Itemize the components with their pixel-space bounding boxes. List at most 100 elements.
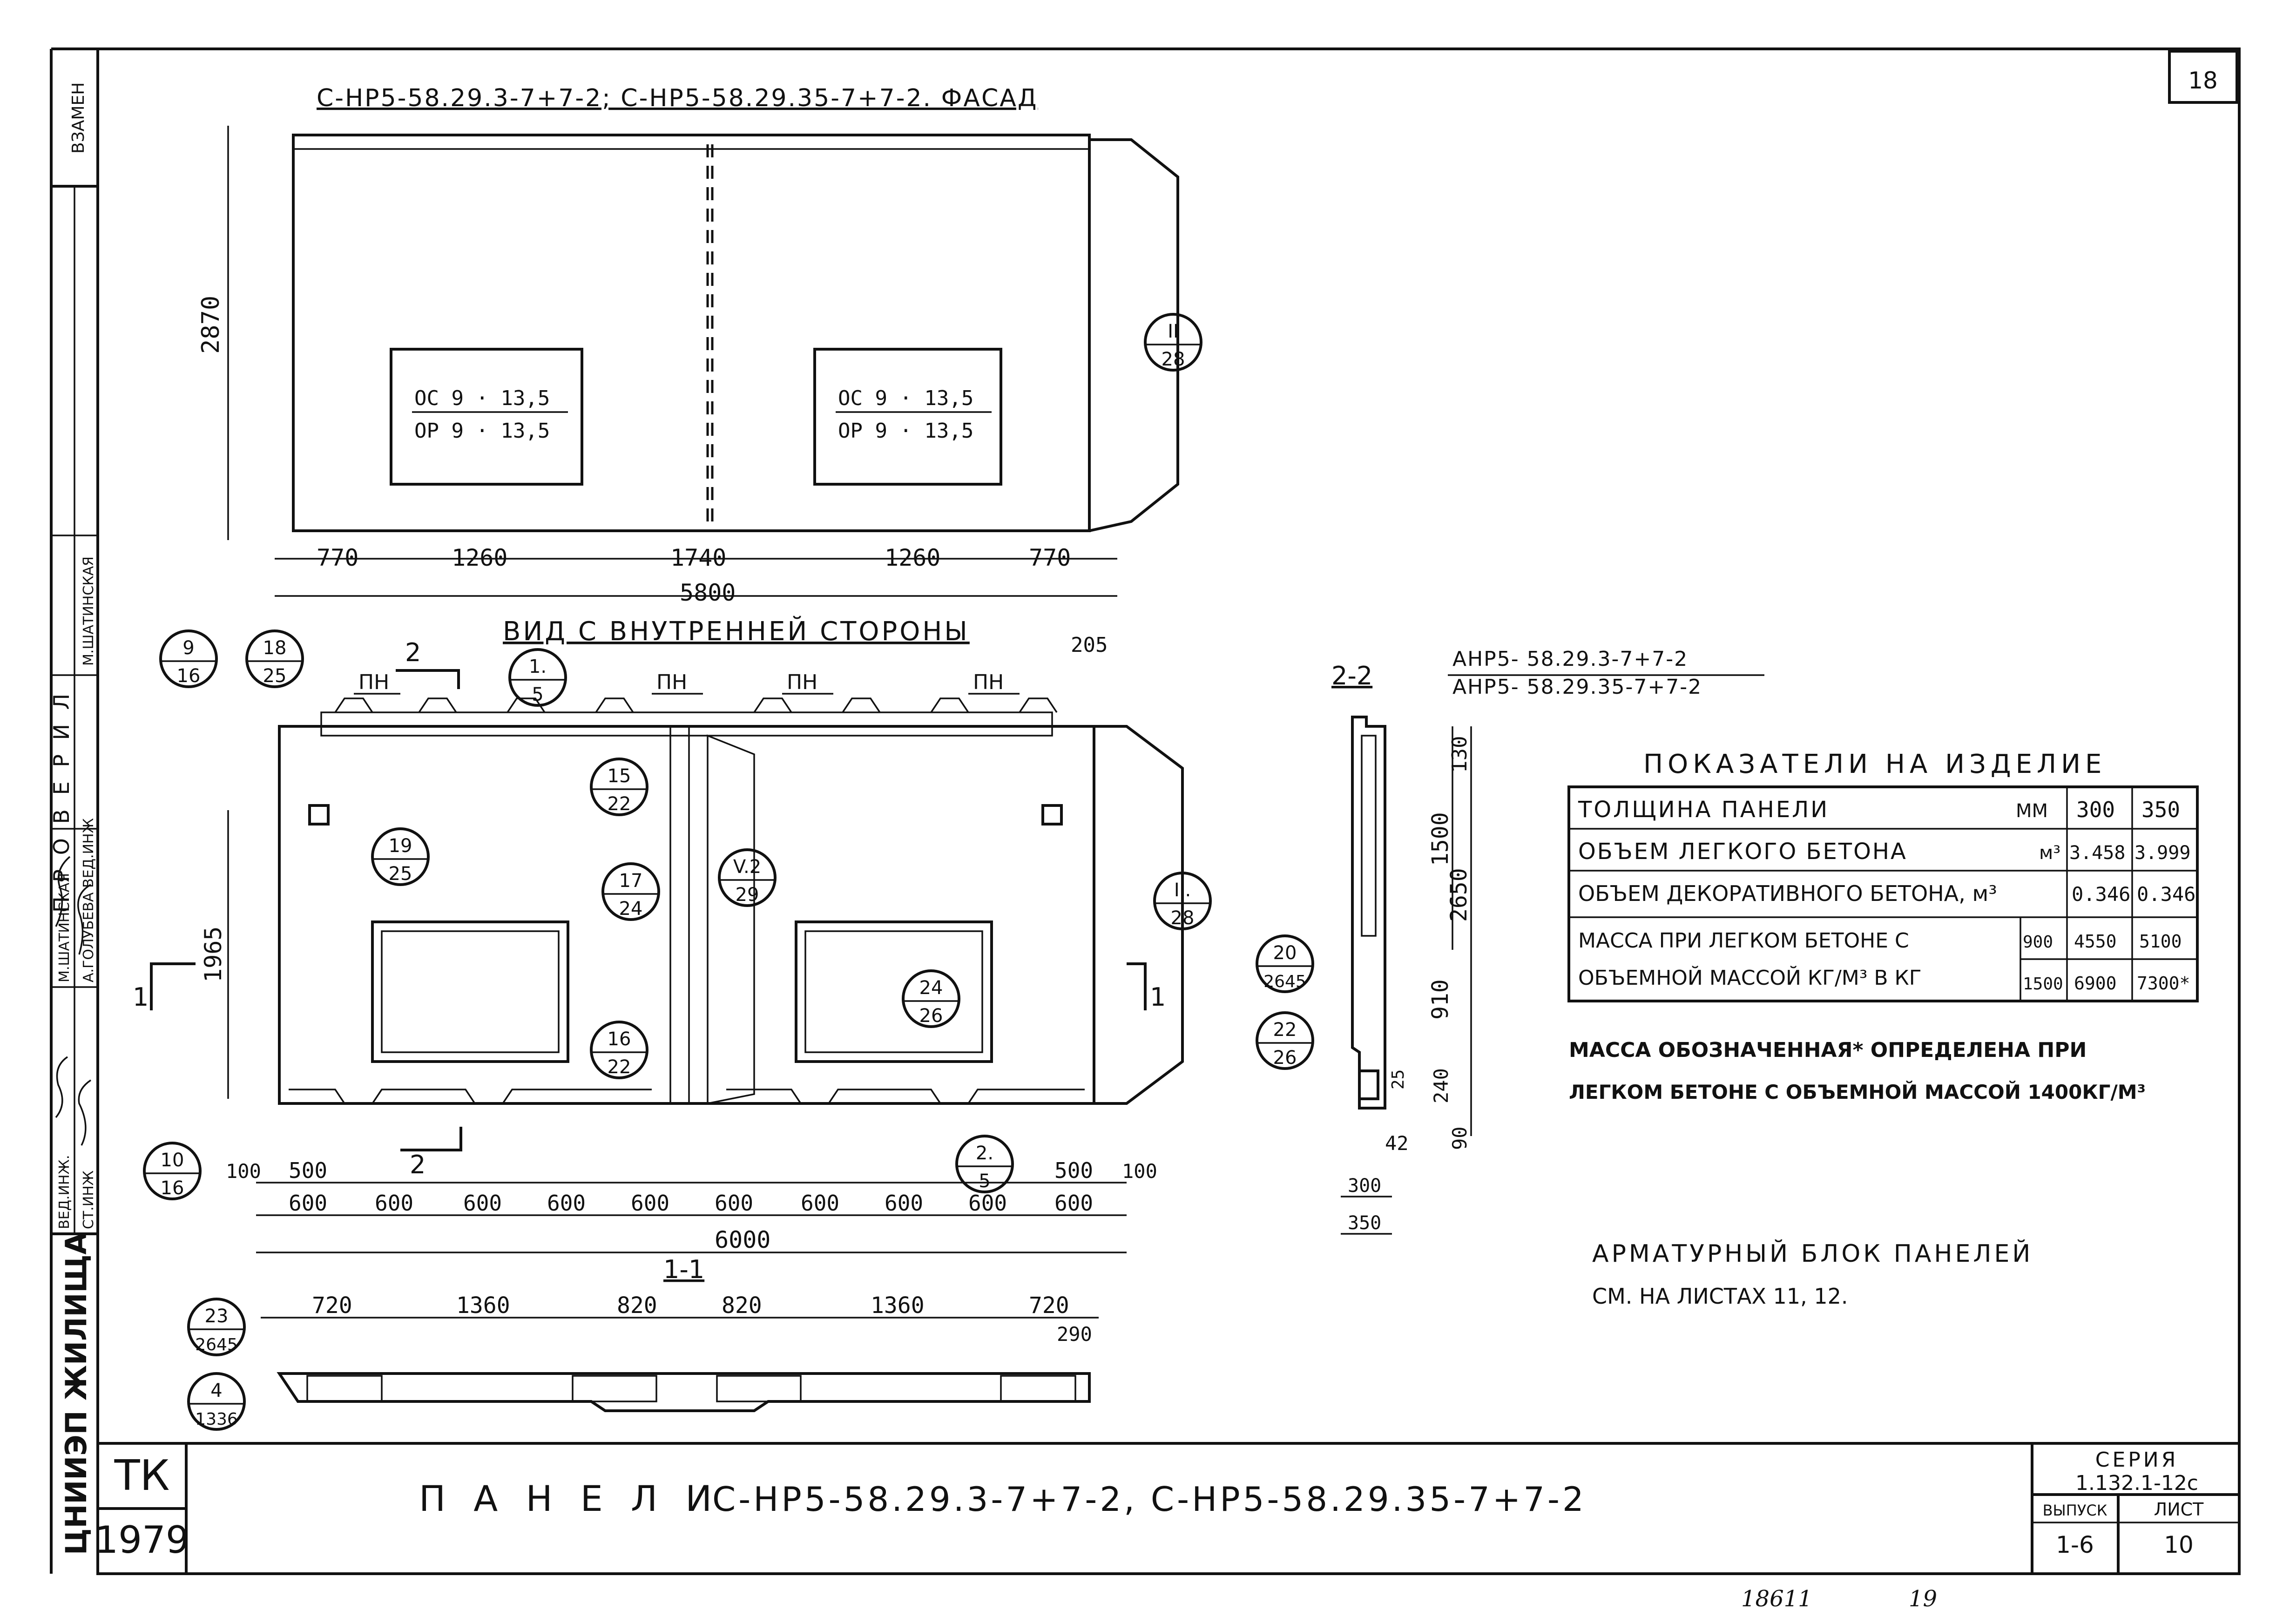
dim-100-right: 100 (1122, 1160, 1157, 1183)
facade-dim-2: 1260 (452, 544, 507, 571)
inner-anchor-right (1041, 804, 1063, 826)
svg-text:9: 9 (182, 637, 194, 659)
facade-dim-5: 770 (1029, 544, 1071, 571)
facade-dim-1: 770 (317, 544, 358, 571)
svg-text:20: 20 (1273, 942, 1297, 964)
section-11-title: 1-1 (663, 1255, 704, 1284)
dim-600-10: 600 (1054, 1191, 1093, 1216)
inner-anchor-left (308, 804, 330, 826)
pn-label-1: ПН (358, 670, 389, 694)
mass-note-1: МАССА ОБОЗНАЧЕННАЯ* ОПРЕДЕЛЕНА ПРИ (1569, 1038, 2087, 1062)
svg-text:28: 28 (1162, 349, 1185, 370)
window-right-or: ОР 9 · 13,5 (838, 419, 973, 443)
svg-text:26: 26 (1273, 1047, 1297, 1069)
facade-dim-3: 1740 (670, 544, 726, 571)
sec22-dim-350: 350 (1348, 1212, 1381, 1234)
facade-height-dim: 2870 (197, 296, 225, 354)
svg-text:28: 28 (1171, 907, 1195, 929)
dim-600-5: 600 (631, 1191, 669, 1216)
facade-side-profile (1089, 138, 1179, 532)
rebar-note-1: АРМАТУРНЫЙ БЛОК ПАНЕЛЕЙ (1592, 1239, 2033, 1268)
sec22-dim-25: 25 (1389, 1069, 1408, 1089)
dim-600-6: 600 (715, 1191, 753, 1216)
svg-text:22: 22 (1273, 1019, 1297, 1041)
window-left-os: ОС 9 · 13,5 (414, 386, 550, 410)
callout-9-16: 916 (159, 629, 218, 688)
row-decor-label: ОБЪЕМ ДЕКОРАТИВНОГО БЕТОНА, м³ (1578, 881, 1997, 906)
pn-label-2: ПН (656, 670, 687, 694)
svg-text:23: 23 (205, 1306, 229, 1327)
issue-value: 1-6 (2056, 1531, 2094, 1558)
facade-window-left (390, 348, 583, 486)
svg-text:1.: 1. (529, 656, 547, 677)
svg-text:24: 24 (619, 898, 643, 920)
inner-total: 6000 (715, 1226, 770, 1253)
section-22-title: 2-2 (1331, 661, 1372, 690)
margin-org: ЦНИИЭП ЖИЛИЩА (59, 1232, 93, 1555)
dim-600-2: 600 (375, 1191, 413, 1216)
facade-panel-outline (292, 134, 1091, 532)
svg-text:II.: II. (1174, 880, 1191, 901)
row-volume-v2: 3.999 (2134, 842, 2190, 864)
section-11-rebar-2 (572, 1375, 657, 1402)
inner-side-profile (1094, 725, 1184, 1105)
inner-joint-recess (707, 734, 755, 1105)
svg-text:19: 19 (389, 835, 412, 857)
pn-label-3: ПН (787, 670, 817, 694)
list-value: 10 (2164, 1531, 2194, 1558)
section-11-rebar-4 (1000, 1375, 1076, 1402)
series-value: 1.132.1-12с (2075, 1471, 2198, 1495)
svg-text:4: 4 (210, 1380, 222, 1401)
dim-600-9: 600 (968, 1191, 1007, 1216)
sec22-dim-240: 240 (1430, 1068, 1452, 1103)
dim-600-1: 600 (289, 1191, 327, 1216)
section-2-top: 2 (405, 638, 421, 667)
margin-name-1: М.ШАТИНСКАЯ (81, 556, 97, 666)
sec22-dim-90: 90 (1448, 1126, 1471, 1150)
sec22-dim-2650: 2650 (1446, 868, 1472, 922)
sec11-dim-4: 820 (722, 1292, 762, 1319)
callout-20-2645: 20 2645 (1256, 934, 1314, 993)
callout-v2-29: V.229 (718, 848, 777, 907)
section-22-mark-1: АНР5- 58.29.3-7+7-2 (1452, 647, 1688, 671)
inner-top-notches (334, 697, 1058, 713)
sheet-number: 18 (2188, 67, 2218, 94)
rebar-note-2: СМ. НА ЛИСТАХ 11, 12. (1592, 1284, 1848, 1309)
inner-panel-outline (278, 725, 1095, 1105)
sec22-dim-130: 130 (1448, 736, 1472, 773)
svg-text:25: 25 (389, 863, 412, 885)
row-volume-label: ОБЪЕМ ЛЕГКОГО БЕТОНА (1578, 839, 1907, 865)
section-1-right: 1 (1150, 982, 1166, 1012)
dim-500-left: 500 (289, 1158, 327, 1183)
svg-text:16: 16 (608, 1029, 631, 1050)
facade-dim-4: 1260 (885, 544, 940, 571)
dim-600-3: 600 (463, 1191, 502, 1216)
mass-350-1500: 7300* (2137, 973, 2190, 994)
sec22-dim-910: 910 (1427, 979, 1453, 1020)
svg-text:22: 22 (608, 793, 631, 815)
dim-600-8: 600 (885, 1191, 923, 1216)
callout-ii-28: II. 28 (1153, 872, 1212, 930)
svg-text:1336: 1336 (195, 1410, 238, 1429)
section-1-left: 1 (133, 982, 149, 1012)
svg-text:2645: 2645 (1263, 972, 1306, 991)
section-11-profile (277, 1372, 1091, 1412)
sec22-dim-1500: 1500 (1427, 812, 1453, 866)
svg-text:2.: 2. (976, 1143, 993, 1164)
svg-text:V.2: V.2 (733, 856, 761, 878)
inner-window-left-outer (371, 920, 569, 1063)
facade-total: 5800 (680, 579, 736, 606)
sec11-dim-6: 720 (1029, 1292, 1069, 1319)
signature-2 (77, 884, 91, 955)
svg-text:24: 24 (919, 977, 943, 999)
stamp-tk-box (96, 1442, 188, 1510)
callout-1-5: 1.5 (508, 648, 567, 707)
